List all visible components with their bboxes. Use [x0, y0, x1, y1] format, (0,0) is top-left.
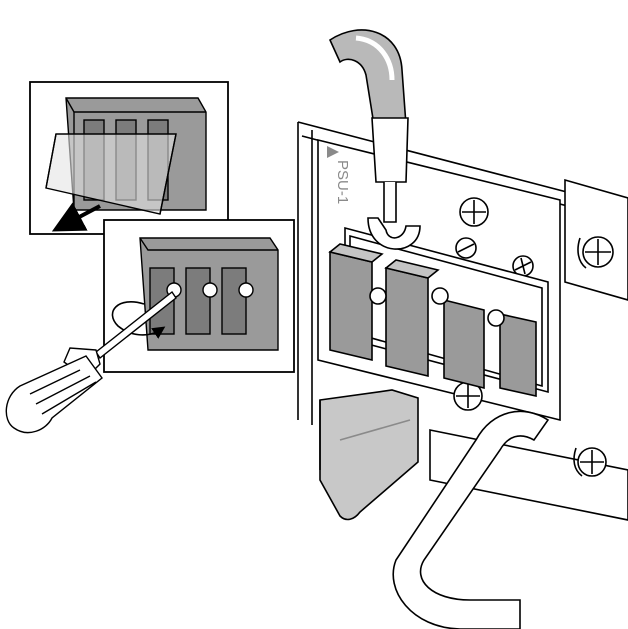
cable-loop	[392, 410, 550, 629]
ring-terminal	[367, 217, 421, 250]
triangle-icon	[327, 146, 339, 158]
screw-top-left	[459, 197, 489, 227]
power-cable-left	[319, 389, 419, 521]
terminal-cover-3	[443, 298, 485, 390]
terminal-block-main	[328, 226, 549, 397]
inset-loosen-screw	[103, 219, 295, 373]
terminal-cover-1	[329, 250, 373, 362]
minus-sign-icon	[455, 237, 477, 259]
psu-label-text: PSU-1	[334, 160, 351, 204]
screw-right-upper	[577, 236, 614, 269]
terminal-cover-2	[385, 266, 429, 378]
inset-remove-cover	[29, 81, 229, 235]
psu-label: PSU-1	[327, 146, 351, 204]
rotation-arrow-icon	[111, 301, 166, 339]
screwdriver-icon	[5, 290, 177, 434]
screw-right-lower	[573, 447, 607, 477]
mounting-screws	[453, 197, 614, 477]
remove-cover-arrow-icon	[51, 202, 101, 232]
terminal-cover-4	[499, 313, 537, 397]
power-cable-top	[328, 29, 421, 250]
screw-bottom-left	[453, 381, 483, 411]
